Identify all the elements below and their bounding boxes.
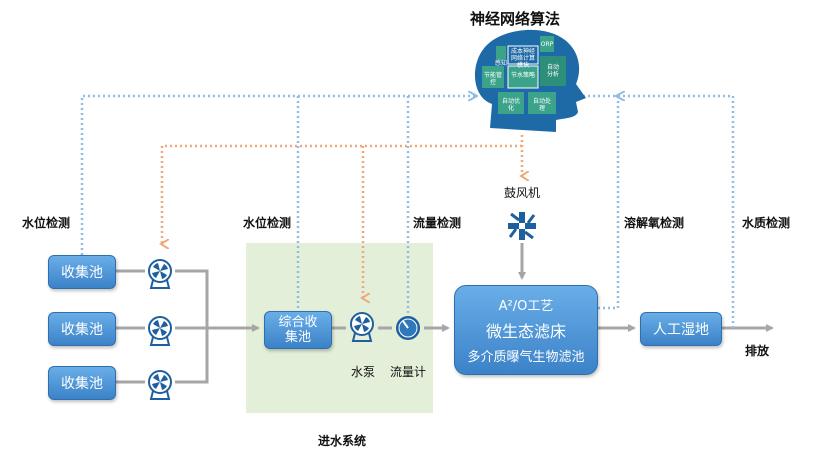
process-line-3: 多介质曝气生物滤池 [467,350,585,365]
pump-icon [148,316,172,346]
process-line-2: 微生态滤床 [485,322,566,341]
combined-tank-line-2: 集池 [284,330,311,345]
head-block-optimize: 自动优化 [502,98,521,112]
neural-network-head-icon [474,29,586,132]
collection-tank-3: 收集池 [48,366,116,400]
blower-icon [508,212,536,240]
constructed-wetland-label: 人工湿地 [653,322,709,338]
collection-tank-3-label: 收集池 [61,376,103,392]
label-pump: 水泵 [351,365,376,379]
control-signal-lines [162,135,522,298]
combined-collection-tank: 综合收 集池 [264,311,332,349]
label-do-detect: 溶解氧检测 [624,216,685,230]
label-blower: 鼓风机 [504,186,541,200]
head-block-water: 节水策略 [511,72,536,79]
process-flow-lines [115,243,774,384]
label-inlet-system: 进水系统 [318,434,367,448]
flowmeter-icon [396,316,420,340]
pump-icon [148,259,172,289]
combined-tank-line-1: 综合收 [278,315,318,330]
head-block-energy: 节能管控 [484,72,503,86]
collection-tank-1: 收集池 [48,255,116,289]
label-flowmeter: 流量计 [390,365,427,379]
label-discharge: 排放 [745,344,770,358]
label-quality-detect: 水质检测 [742,216,791,230]
diagram-title: 神经网络算法 [470,10,561,28]
head-block-orp: ORP [540,41,554,48]
constructed-wetland: 人工湿地 [640,312,722,346]
collection-tank-2-label: 收集池 [61,322,103,338]
process-unit: A²/O工艺 微生态滤床 多介质曝气生物滤池 [454,285,598,375]
label-water-level-mid: 水位检测 [243,216,292,230]
label-water-level-left: 水位检测 [22,216,71,230]
collection-tank-2: 收集池 [48,312,116,346]
process-line-1: A²/O工艺 [498,299,554,314]
head-block-process: 自动处理 [532,98,551,112]
label-flow-detect: 流量检测 [413,216,462,230]
head-block-compute: 成本神经网络计算模块 [510,48,535,69]
head-block-analysis: 自动分析 [546,64,559,78]
collection-tank-1-label: 收集池 [61,265,103,281]
detection-signal-lines [80,96,735,328]
head-block-sense: 感知 [494,60,507,67]
pump-icon [148,370,172,400]
